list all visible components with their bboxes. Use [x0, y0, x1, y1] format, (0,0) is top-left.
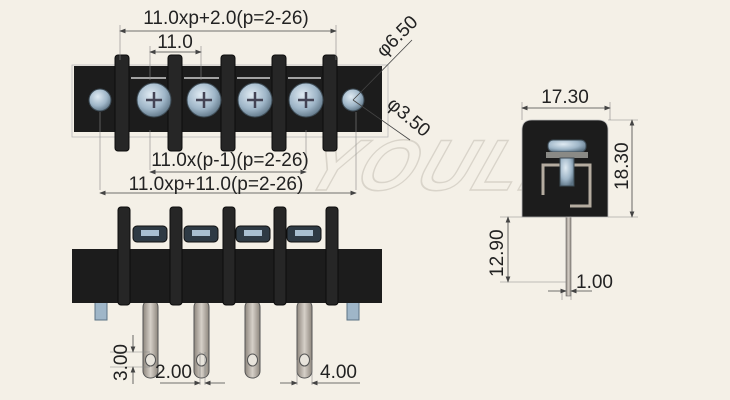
front-view: 3.00 2.00 4.00	[72, 206, 382, 386]
barrier	[322, 54, 338, 152]
height-label: 18.30	[612, 142, 633, 190]
pin-width-label: 4.00	[320, 362, 357, 383]
pin-length-label: 12.90	[487, 229, 508, 277]
total-length-label: 11.0xp+11.0(p=2-26)	[129, 174, 304, 195]
hole-large-label: φ6.50	[373, 12, 423, 62]
barrier	[114, 54, 130, 152]
pitch-label: 11.0	[157, 32, 193, 53]
pin-thickness-label: 1.00	[576, 272, 613, 293]
terminal-screws	[88, 82, 365, 118]
overall-width-label: 11.0xp+2.0(p=2-26)	[143, 8, 309, 29]
pin-hole-dia-label: 2.00	[155, 362, 192, 383]
pin-side	[565, 209, 572, 297]
pitch-span-label: 11.0x(p-1)(p=2-26)	[151, 150, 309, 171]
barrier	[220, 54, 236, 152]
depth-label: 17.30	[541, 87, 589, 108]
mount-screw-icon	[88, 88, 112, 112]
pins	[142, 299, 313, 379]
barrier	[271, 54, 287, 152]
side-view: 17.30 18.30 12.90 1.00	[487, 87, 638, 300]
pin-hole-offset-label: 3.00	[111, 344, 132, 381]
